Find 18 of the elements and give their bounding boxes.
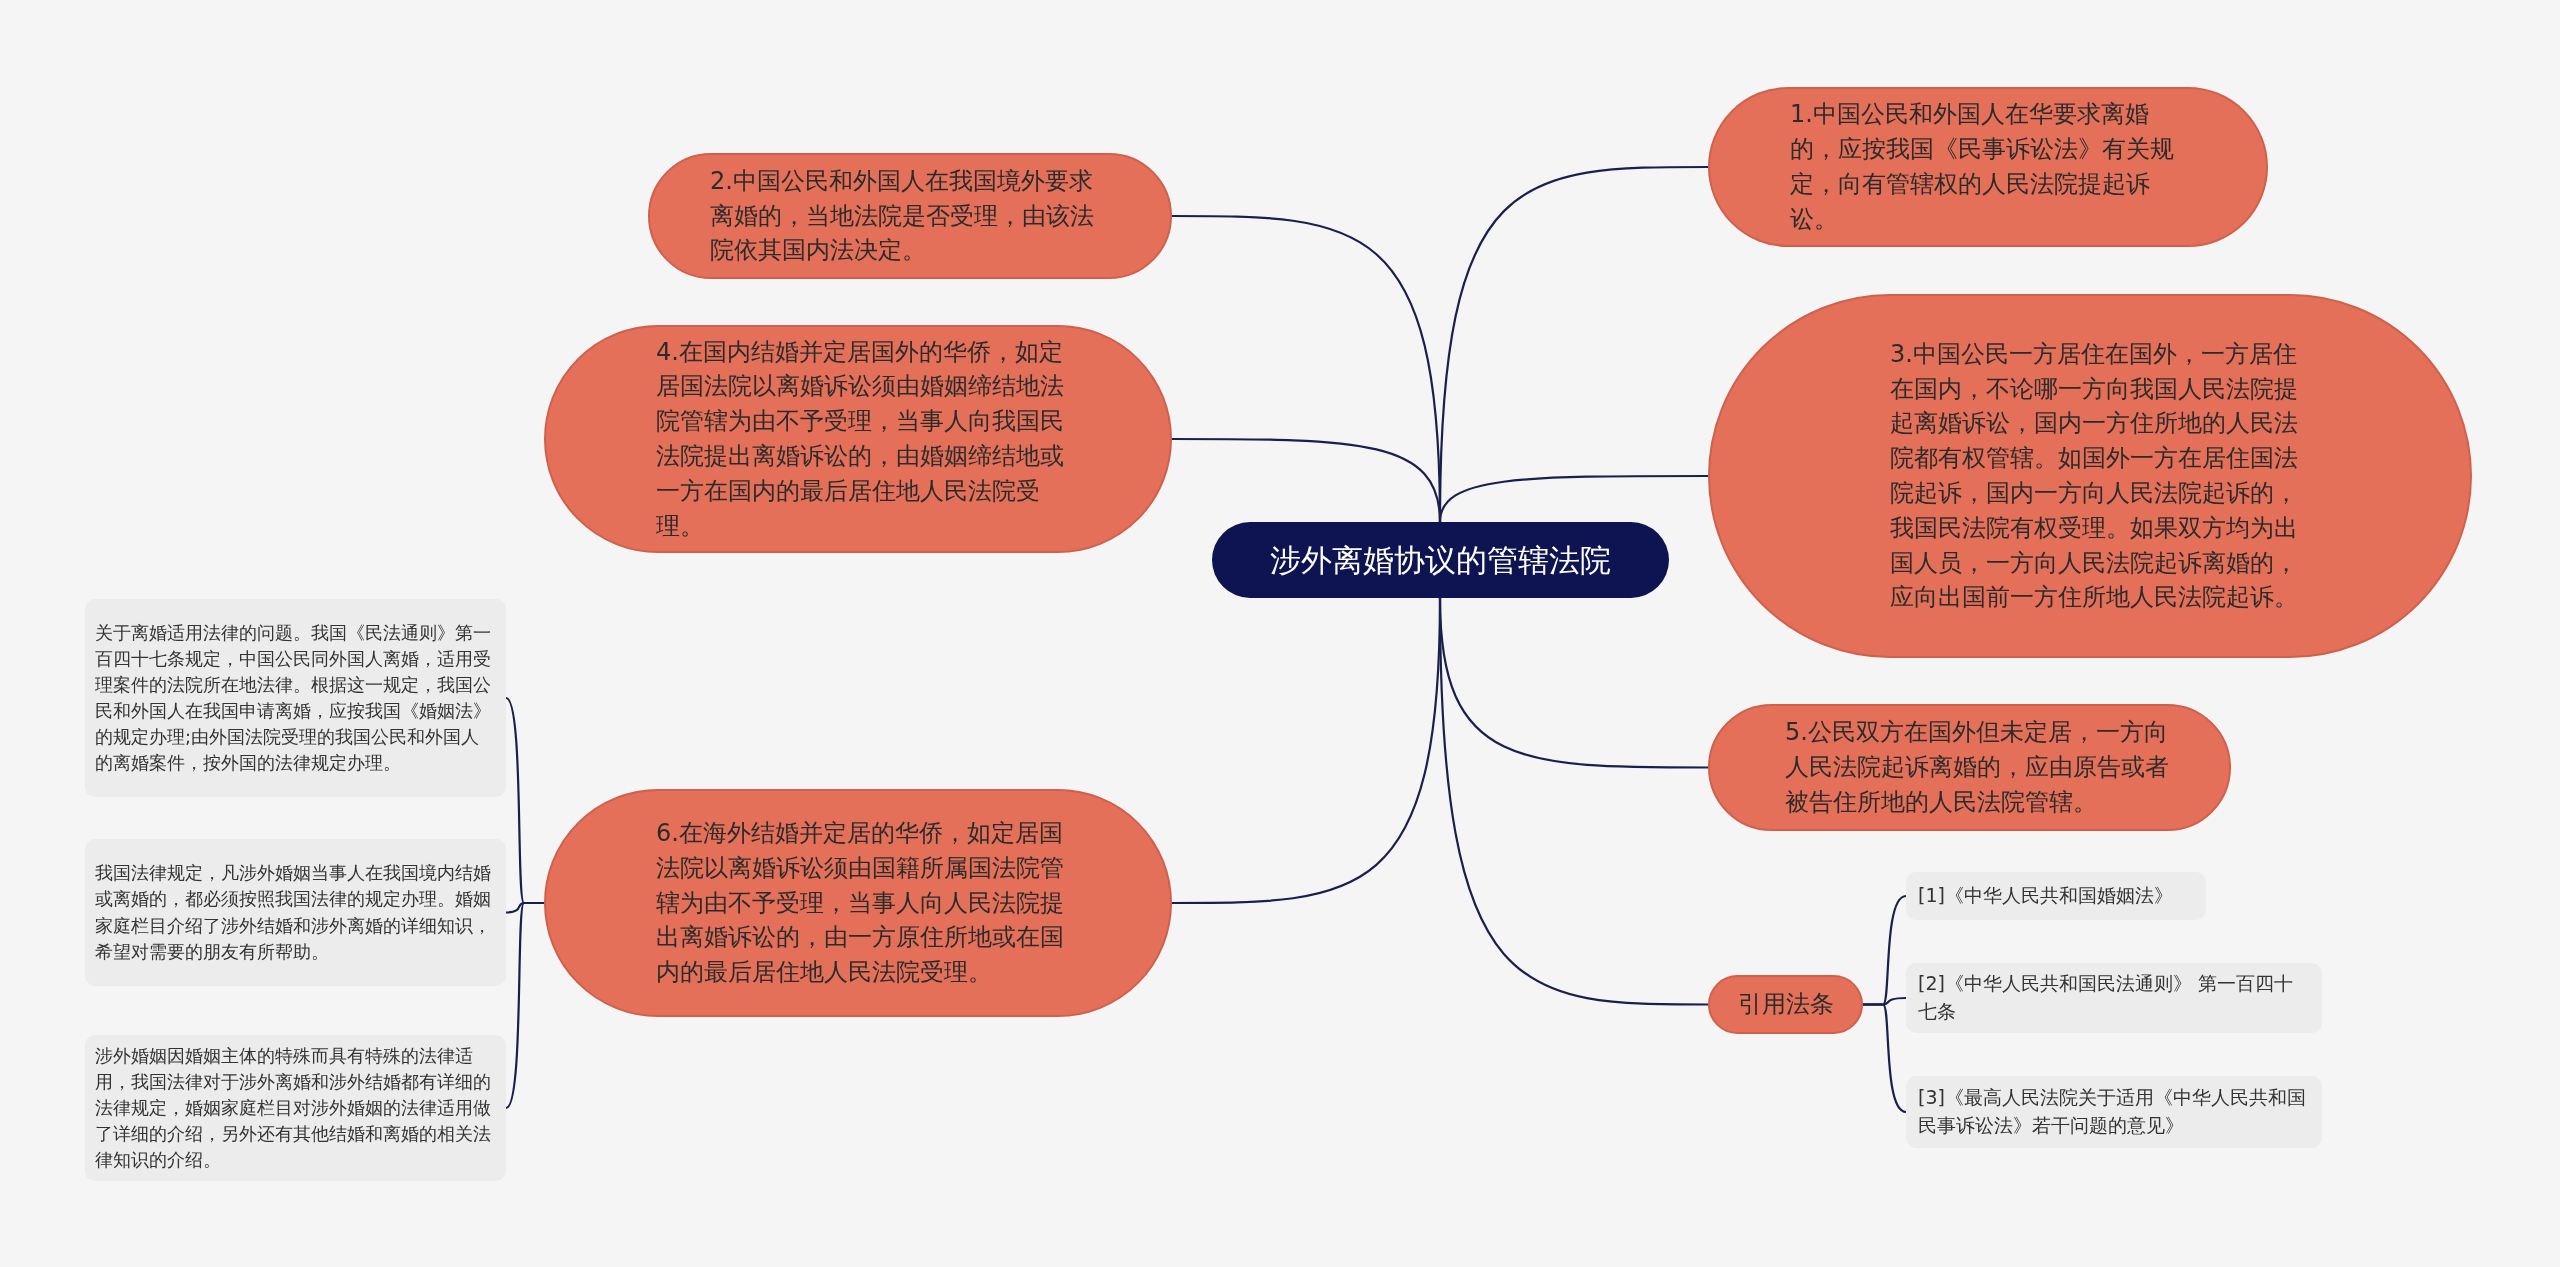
topic-pill: 6.在海外结婚并定居的华侨，如定居国法院以离婚诉讼须由国籍所属国法院管辖为由不予受理，当事人向人民法院提出离婚诉讼的，由一方原住所地或在国内的最后居住地人民法院受理。: [544, 789, 1172, 1017]
topic-pill: 1.中国公民和外国人在华要求离婚的，应按我国《民事诉讼法》有关规定，向有管辖权的人民法院提起诉讼。: [1708, 87, 2268, 247]
connector-line: [1438, 598, 1708, 1006]
note-card: 关于离婚适用法律的问题。我国《民法通则》第一百四十七条规定，中国公民同外国人离婚，适用受理案件的法院所在地法律。根据这一规定，我国公民和外国人在我国申请离婚，应按我国《婚姻法》的规定办理;由外国法院受理的我国公民和外国人的离婚案件，按外国的法律规定办理。: [85, 599, 506, 797]
topic-pill: 3.中国公民一方居住在国外，一方居住在国内，不论哪一方向我国人民法院提起离婚诉讼，国内一方住所地的人民法院都有权管辖。如国外一方在居住国法院起诉，国内一方向人民法院起诉的，我国民法院有权受理。如果双方均为出国人员，一方向人民法院起诉离婚的，应向出国前一方住所地人民法院起诉。: [1708, 294, 2472, 658]
topic-pill: 引用法条: [1708, 975, 1863, 1034]
connector-line: [1863, 1003, 1907, 1113]
topic-pill: 4.在国内结婚并定居国外的华侨，如定居国法院以离婚诉讼须由婚姻缔结地法院管辖为由不予受理，当事人向我国民法院提出离婚诉讼的，由婚姻缔结地或一方在国内的最后居住地人民法院受理。: [544, 325, 1172, 553]
note-card: 涉外婚姻因婚姻主体的特殊而具有特殊的法律适用，我国法律对于涉外离婚和涉外结婚都有详细的法律规定，婚姻家庭栏目对涉外婚姻的法律适用做了详细的介绍，另外还有其他结婚和离婚的相关法律知识的介绍。: [85, 1035, 506, 1181]
citation-card: [1]《中华人民共和国婚姻法》: [1906, 872, 2206, 920]
citation-card: [3]《最高人民法院关于适用《中华人民共和国民事诉讼法》若干问题的意见》: [1906, 1076, 2322, 1148]
topic-pill: 2.中国公民和外国人在我国境外要求离婚的，当地法院是否受理，由该法院依其国内法决定。: [648, 153, 1172, 279]
connector-line: [1172, 437, 1442, 523]
citation-card: [2]《中华人民共和国民法通则》 第一百四十七条: [1906, 963, 2322, 1033]
note-card: 我国法律规定，凡涉外婚姻当事人在我国境内结婚或离婚的，都必须按照我国法律的规定办理。婚姻家庭栏目介绍了涉外结婚和涉外离婚的详细知识，希望对需要的朋友有所帮助。: [85, 839, 506, 986]
connector-line: [505, 901, 544, 1109]
topic-pill: 5.公民双方在国外但未定居，一方向人民法院起诉离婚的，应由原告或者被告住所地的人民法院管辖。: [1708, 704, 2231, 831]
central-topic-pill: 涉外离婚协议的管辖法院: [1212, 522, 1669, 598]
